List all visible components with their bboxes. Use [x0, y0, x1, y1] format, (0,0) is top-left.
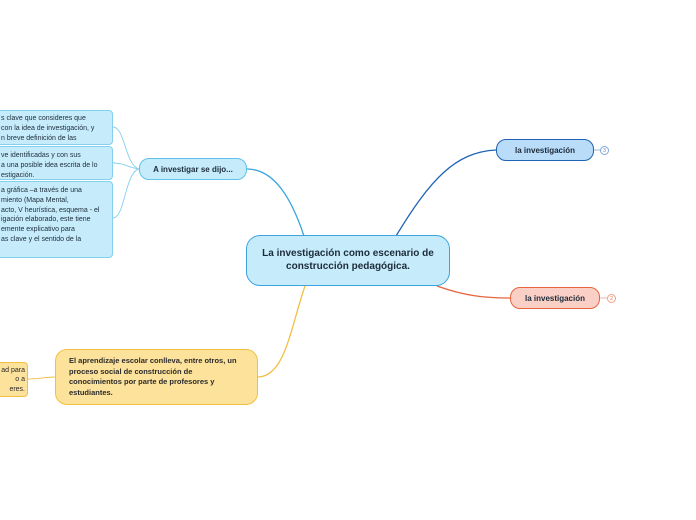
- leaf-text-line: acto, V heurística, esquema - el: [1, 206, 100, 214]
- connector-red: [436, 285, 511, 299]
- topic-aprendizaje-text: El aprendizaje escolar conlleva, entre o…: [69, 356, 237, 397]
- leaf-text-line: igación elaborado, este tiene: [1, 216, 91, 224]
- leaf-text-line: a gráfica –a través de una: [1, 187, 82, 194]
- leaf-text-line: miento (Mapa Mental,: [1, 196, 69, 204]
- connector-cyan-leaves: [112, 126, 140, 219]
- side-text-line: ad para: [1, 367, 25, 374]
- connector-cyan: [246, 168, 305, 237]
- collapse-badge-red[interactable]: 2: [607, 294, 616, 303]
- side-text-line: eres.: [9, 385, 25, 393]
- connector-blue: [395, 149, 497, 237]
- topic-aprendizaje-escolar[interactable]: El aprendizaje escolar conlleva, entre o…: [55, 349, 258, 405]
- leaf-text-line: con la idea de investigación, y: [1, 124, 95, 132]
- connector-yellow-side: [27, 376, 56, 380]
- leaf-text-line: as clave y el sentido de la: [1, 235, 82, 243]
- topic-a-investigar[interactable]: A investigar se dijo...: [139, 158, 247, 180]
- central-topic[interactable]: La investigación como escenario de const…: [246, 235, 450, 286]
- leaf-text-line: s clave que consideres que: [1, 115, 86, 122]
- subtopic-leaf-3[interactable]: a gráfica –a través de una miento (Mapa …: [0, 181, 113, 258]
- subtopic-yellow-side[interactable]: ad para o a eres.: [0, 362, 28, 397]
- leaf-text-line: estigación.: [1, 171, 35, 179]
- connector-yellow: [257, 285, 306, 378]
- collapse-badge-blue[interactable]: 3: [600, 146, 609, 155]
- leaf-text-line: emente explicativo para: [1, 226, 75, 234]
- leaf-text-line: a una posible idea escrita de lo: [1, 161, 98, 169]
- topic-la-investigacion-blue[interactable]: la investigación: [496, 139, 594, 161]
- subtopic-leaf-2[interactable]: ve identificadas y con sus a una posible…: [0, 146, 113, 180]
- leaf-text-line: n breve definición de las: [1, 134, 77, 142]
- side-text-line: o a: [15, 376, 25, 384]
- leaf-text-line: ve identificadas y con sus: [1, 152, 81, 159]
- topic-la-investigacion-red[interactable]: la investigación: [510, 287, 600, 309]
- subtopic-leaf-1[interactable]: s clave que consideres que con la idea d…: [0, 110, 113, 145]
